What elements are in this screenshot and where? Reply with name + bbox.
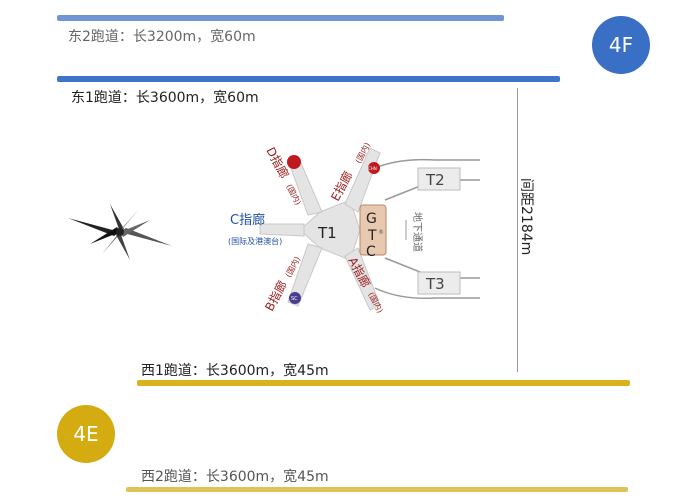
west1-runway-label: 西1跑道：长3600m，宽45m — [141, 363, 329, 379]
e-pier-dot-label: CHN — [368, 166, 377, 171]
b-pier-label: B指廊 — [261, 278, 289, 314]
distance-label: 间距2184m — [518, 178, 534, 256]
pier-d-dot — [287, 155, 301, 169]
terminal-diagram: T1 T2 T3 G T C ® 地下通道 C指廊 (国际及港澳台) D指廊 (… — [228, 141, 480, 315]
t2-label: T2 — [425, 171, 445, 189]
gtc-mark: ® — [378, 229, 384, 236]
east2-runway-label: 东2跑道：长3200m，宽60m — [68, 29, 256, 45]
gtc-t-label: T — [367, 228, 377, 244]
pier-b-dot — [289, 292, 301, 304]
c-pier-label: C指廊 — [230, 212, 265, 228]
distance-line — [517, 88, 518, 372]
west2-runway-label: 西2跑道：长3600m，宽45m — [141, 469, 329, 485]
t3-block — [417, 271, 461, 295]
t3-label: T3 — [425, 275, 445, 293]
tunnel-label: 地下通道 — [411, 212, 424, 252]
gtc-g-label: G — [366, 211, 377, 227]
west2-runway — [126, 487, 628, 492]
t1-label: T1 — [317, 224, 337, 242]
east2-runway — [57, 15, 504, 21]
c-pier-sub-label: (国际及港澳台) — [228, 236, 282, 246]
pier-b — [287, 243, 323, 307]
b-pier-dot-label: SC — [291, 296, 298, 302]
east1-runway — [57, 76, 560, 82]
gtc-c-label: C — [366, 244, 376, 260]
4e-badge: 4E — [57, 405, 115, 463]
pier-a — [344, 247, 381, 311]
east1-runway-label: 东1跑道：长3600m，宽60m — [71, 90, 259, 106]
gtc-block — [359, 204, 387, 256]
4f-badge: 4F — [592, 16, 650, 74]
west1-runway — [137, 380, 630, 386]
pier-c — [259, 223, 305, 237]
pier-d-top — [287, 155, 323, 216]
t3-connector — [374, 287, 480, 300]
t2-block — [417, 167, 461, 191]
compass-icon — [68, 204, 172, 260]
t2-connector — [374, 158, 480, 169]
pier-e-dot — [368, 162, 380, 174]
